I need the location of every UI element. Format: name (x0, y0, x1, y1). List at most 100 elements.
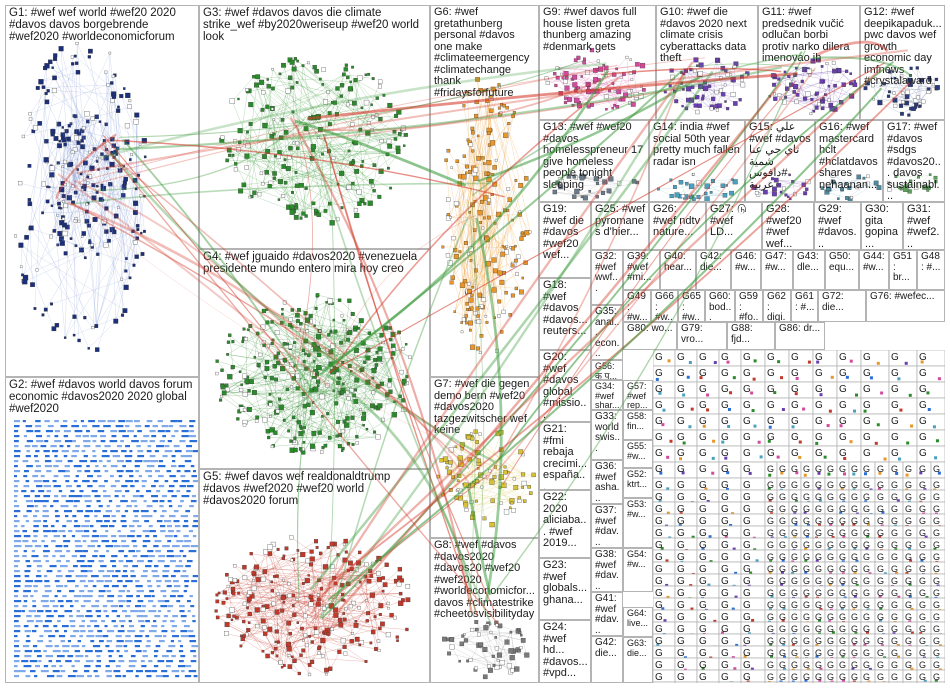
node-avatar (30, 490, 35, 493)
node-avatar (899, 408, 903, 412)
tiny-group-label: G (919, 352, 927, 363)
group-G60-cell: G60: bod... (705, 290, 735, 322)
node-avatar (823, 455, 827, 459)
node-avatar (369, 592, 375, 598)
intra-group-edge (301, 624, 341, 629)
node-avatar (42, 625, 49, 628)
node-avatar (281, 556, 285, 560)
tiny-group-label: G (699, 448, 707, 459)
node-avatar (291, 604, 295, 607)
node-avatar (36, 440, 44, 443)
node-avatar (105, 510, 113, 513)
node-avatar (84, 520, 91, 523)
node-avatar (926, 391, 930, 395)
intra-group-edge (234, 579, 281, 663)
node-avatar (162, 545, 170, 548)
node-avatar (176, 600, 181, 603)
node-avatar (220, 135, 225, 140)
node-avatar (24, 650, 33, 653)
node-avatar (87, 565, 93, 568)
node-avatar (280, 366, 286, 372)
tiny-group-label: G (721, 432, 729, 443)
node-avatar (493, 465, 498, 469)
node-avatar (458, 495, 463, 501)
node-avatar (669, 68, 674, 73)
node-avatar (168, 505, 173, 508)
group-G62-label: G62: digi... (767, 291, 786, 322)
node-avatar (48, 660, 53, 663)
node-avatar (288, 632, 293, 636)
node-avatar (934, 180, 938, 184)
group-G6-label: G6: #wef gretathunberg personal #davos o… (434, 6, 533, 99)
node-avatar (180, 575, 189, 578)
intra-group-edge (288, 605, 328, 624)
group-G65-label: G65: #w... (682, 291, 701, 322)
node-avatar (176, 530, 181, 533)
intra-group-edge (244, 361, 315, 423)
node-avatar (269, 427, 275, 433)
node-avatar (353, 77, 358, 83)
tiny-group-label: G (919, 384, 927, 395)
node-avatar (41, 540, 45, 543)
node-avatar (355, 441, 359, 445)
node-avatar (134, 635, 143, 638)
node-avatar (390, 332, 396, 338)
node-avatar (45, 455, 50, 458)
node-avatar (577, 89, 583, 94)
node-avatar (23, 550, 27, 553)
node-avatar (24, 655, 32, 658)
node-avatar (36, 565, 43, 568)
node-avatar (14, 650, 21, 653)
node-avatar (74, 650, 81, 653)
node-avatar (117, 580, 123, 583)
node-avatar (848, 81, 853, 86)
n-G8-cluster (442, 620, 530, 680)
node-avatar (154, 480, 159, 483)
node-avatar (303, 613, 308, 619)
node-avatar (68, 570, 75, 573)
node-avatar (71, 440, 76, 443)
node-avatar (517, 496, 521, 500)
node-avatar (164, 480, 169, 483)
node-avatar (44, 139, 49, 144)
node-avatar (61, 194, 66, 199)
node-avatar (50, 445, 57, 448)
node-avatar (37, 610, 44, 613)
node-avatar (118, 420, 126, 423)
tiny-group-label: G (699, 528, 707, 539)
node-avatar (44, 585, 51, 588)
node-avatar (14, 635, 18, 638)
group-G43-label: G42: die... (700, 251, 725, 273)
intra-group-edge (265, 377, 269, 438)
node-avatar (455, 159, 460, 163)
node-avatar (46, 89, 50, 93)
group-G3-label: G3: #wef #davos davos die climate strike… (203, 7, 423, 43)
node-avatar (340, 314, 344, 318)
tiny-group-label: G (743, 528, 751, 539)
node-avatar (55, 660, 61, 663)
node-avatar (136, 224, 140, 228)
node-avatar (514, 666, 520, 672)
node-avatar (733, 101, 738, 106)
node-avatar (334, 112, 339, 117)
node-avatar (141, 138, 147, 144)
node-avatar (327, 333, 331, 337)
node-avatar (126, 420, 133, 423)
node-avatar (62, 420, 68, 423)
node-avatar (239, 387, 244, 392)
group-G23-label: G23: #wef globals... ghana... (543, 559, 591, 606)
node-avatar (465, 321, 468, 325)
node-avatar (933, 175, 938, 180)
node-avatar (685, 69, 688, 72)
node-avatar (901, 91, 905, 95)
node-avatar (149, 590, 155, 593)
node-avatar (494, 636, 498, 639)
node-avatar (146, 420, 153, 423)
node-avatar (347, 298, 352, 303)
node-avatar (503, 132, 509, 138)
node-avatar (682, 72, 686, 76)
node-avatar (65, 600, 73, 603)
node-avatar (48, 640, 52, 643)
node-avatar (130, 570, 135, 573)
node-avatar (151, 435, 157, 438)
